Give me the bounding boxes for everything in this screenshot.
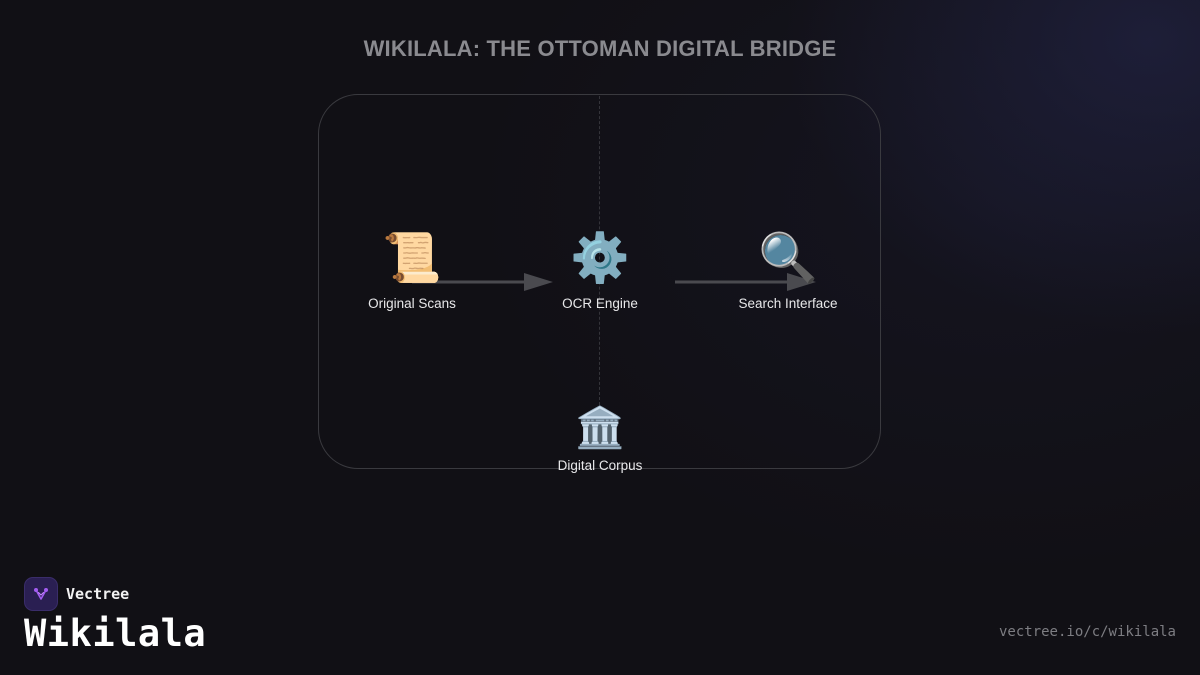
magnifier-icon: 🔍	[758, 230, 818, 286]
classical-building-icon: 🏛️	[575, 405, 625, 451]
diagram-title: WIKILALA: THE OTTOMAN DIGITAL BRIDGE	[363, 36, 837, 61]
node-label: Search Interface	[738, 296, 838, 311]
vectree-logo-icon	[24, 577, 58, 611]
node-ocr-engine: ⚙️ OCR Engine	[520, 230, 680, 311]
gear-icon: ⚙️	[570, 230, 630, 286]
arrow-scans-to-ocr	[412, 273, 553, 291]
scroll-icon: 📜	[382, 230, 442, 286]
node-original-scans: 📜 Original Scans	[332, 230, 492, 311]
brand-name: Vectree	[66, 585, 130, 603]
node-digital-corpus: 🏛️ Digital Corpus	[520, 404, 680, 473]
node-label: Digital Corpus	[557, 458, 643, 473]
node-label: OCR Engine	[562, 296, 638, 311]
arrow-ocr-to-search	[675, 273, 816, 291]
project-url: vectree.io/c/wikilala	[998, 624, 1176, 640]
node-search-interface: 🔍 Search Interface	[708, 230, 868, 311]
project-name: Wikilala	[24, 612, 207, 655]
diagram-frame	[318, 94, 881, 469]
corpus-connector	[599, 96, 600, 410]
brand: Vectree	[24, 577, 129, 611]
node-label: Original Scans	[368, 296, 456, 311]
